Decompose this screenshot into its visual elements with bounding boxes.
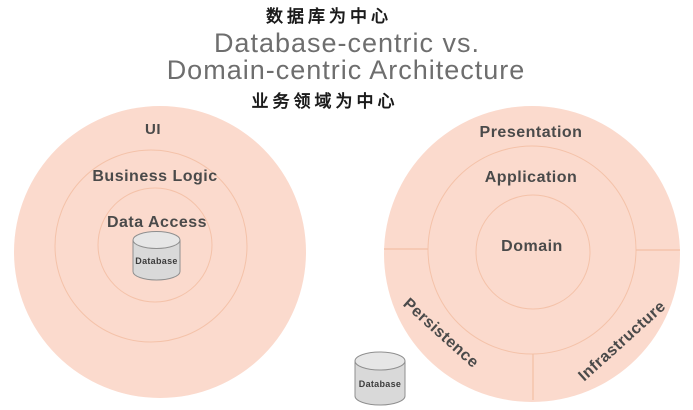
title-chinese-bottom: 业务领域为中心 <box>252 91 399 111</box>
left-inner-circle <box>97 187 213 303</box>
right-inner-circle <box>475 194 591 310</box>
title-line1: Database-centric vs. <box>214 28 480 58</box>
external-database-cylinder-icon: Database <box>354 351 406 406</box>
right-ring-label-presentation: Presentation <box>480 124 583 141</box>
database-cylinder-body <box>132 240 181 281</box>
title-chinese-top: 数据库为中心 <box>266 6 392 26</box>
external-database-cylinder-body <box>354 361 406 406</box>
right-ring-label-domain: Domain <box>501 238 563 255</box>
domain-centric-diagram: Presentation Application Domain Persiste… <box>384 106 680 402</box>
right-ring-label-application: Application <box>485 169 578 186</box>
database-cylinder-top <box>132 231 181 249</box>
title-line2: Domain-centric Architecture <box>167 55 526 85</box>
external-database-label: Database <box>359 379 401 389</box>
left-ring-label-ui: UI <box>145 121 161 138</box>
right-outer-circle <box>384 106 680 402</box>
left-ring-label-data-access: Data Access <box>107 214 207 231</box>
external-database-cylinder-top <box>354 351 406 371</box>
left-ring-label-business-logic: Business Logic <box>92 168 217 185</box>
database-cylinder-icon: Database <box>132 231 181 281</box>
database-centric-diagram: UI Business Logic Data Access Database <box>14 106 306 398</box>
left-middle-circle <box>54 149 248 343</box>
left-database-label: Database <box>135 256 177 266</box>
